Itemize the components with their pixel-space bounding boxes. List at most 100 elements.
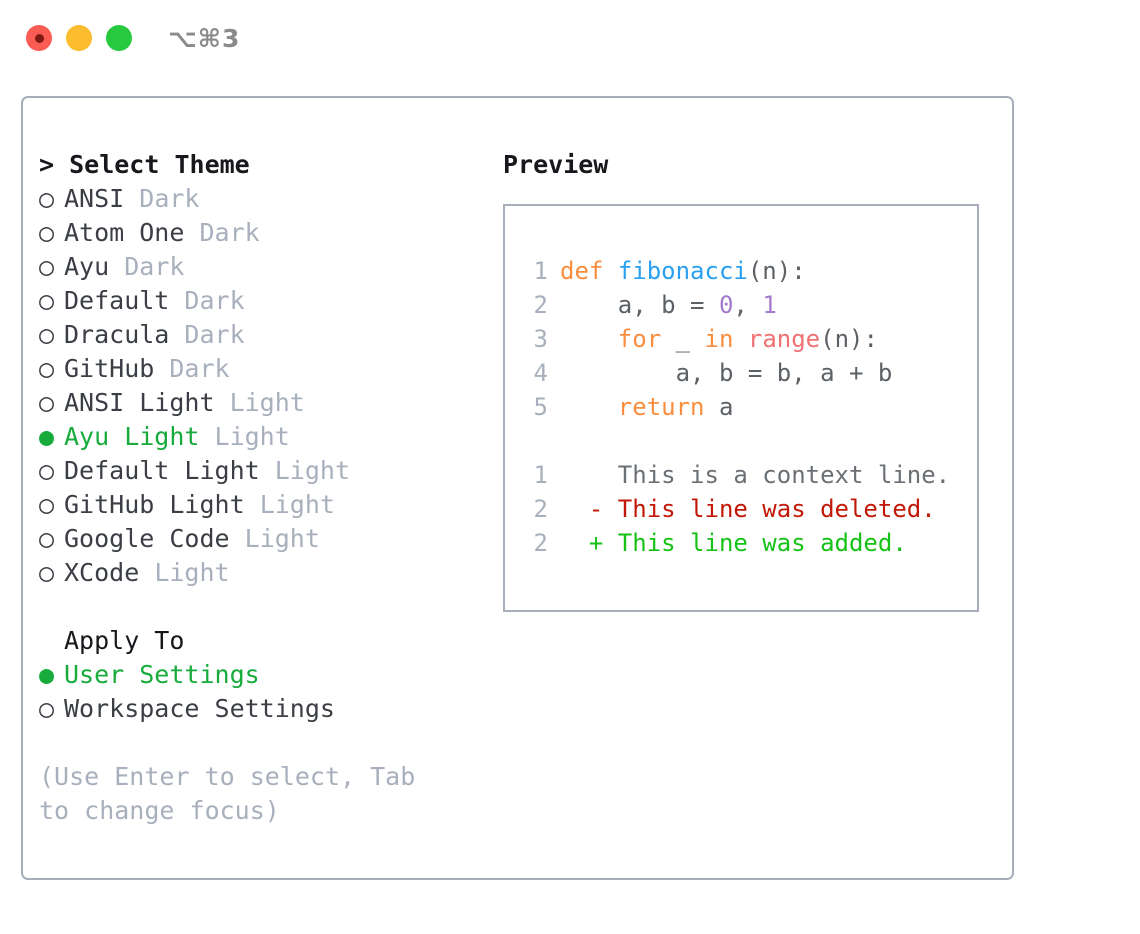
apply-to-item[interactable]: ○Workspace Settings (39, 692, 479, 726)
radio-unselected-icon: ○ (39, 694, 55, 723)
theme-list-item[interactable]: ●Ayu Light Light (39, 420, 479, 454)
theme-list-item[interactable]: ○Dracula Dark (39, 318, 479, 352)
theme-name: Ayu Light (64, 422, 200, 451)
diff-line-number: 2 (533, 495, 548, 523)
section-spacer (39, 590, 479, 624)
radio-unselected-icon: ○ (39, 558, 55, 587)
spacer (230, 524, 245, 553)
theme-variant-badge: Light (229, 388, 305, 417)
theme-name: Atom One (64, 218, 185, 247)
radio-unselected-icon: ○ (39, 388, 55, 417)
theme-list-column: > Select Theme ○ANSI Dark○Atom One Dark○… (39, 148, 479, 828)
theme-selector-panel: > Select Theme ○ANSI Dark○Atom One Dark○… (21, 96, 1014, 880)
theme-variant-badge: Dark (169, 354, 230, 383)
code-indent (560, 325, 618, 353)
spacer (199, 422, 214, 451)
code-token: (n): (747, 257, 806, 285)
spacer (215, 388, 230, 417)
theme-variant-badge: Dark (124, 252, 185, 281)
radio-selected-icon: ● (39, 422, 55, 451)
code-line: 2 a, b = 0, 1 (523, 288, 971, 322)
spacer (169, 320, 184, 349)
theme-list-item[interactable]: ○ Google Code Light (39, 522, 479, 556)
diff-line-text: + This line was added. (560, 529, 907, 557)
theme-name: Default Light (64, 456, 260, 485)
theme-name: Google Code (64, 524, 230, 553)
close-window-button[interactable] (26, 25, 52, 51)
code-line-number: 2 (533, 291, 548, 319)
spacer (154, 354, 169, 383)
theme-variant-badge: Light (259, 490, 335, 519)
theme-name: Default (64, 286, 170, 315)
code-token: fibonacci (617, 257, 748, 285)
code-line: 4 a, b = b, a + b (523, 356, 971, 390)
radio-selected-icon: ● (39, 660, 55, 689)
code-line-number: 1 (533, 257, 548, 285)
radio-unselected-icon: ○ (39, 456, 55, 485)
traffic-light-buttons (26, 25, 132, 51)
theme-variant-badge: Dark (184, 286, 245, 315)
diff-line: 2 - This line was deleted. (523, 492, 971, 526)
maximize-window-button[interactable] (106, 25, 132, 51)
theme-variant-badge: Light (244, 524, 320, 553)
diff-sample: 1 This is a context line.2 - This line w… (523, 458, 971, 560)
code-token: def (560, 257, 604, 285)
code-indent (560, 393, 618, 421)
code-line-number: 3 (533, 325, 548, 353)
code-token: a, b = b, a + b (675, 359, 893, 387)
theme-variant-badge: Dark (139, 184, 200, 213)
spacer (109, 252, 124, 281)
theme-name: XCode (64, 558, 140, 587)
code-indent (560, 359, 676, 387)
spacer (124, 184, 139, 213)
window-titlebar: ⌥⌘3 (0, 0, 1140, 78)
code-line: 1 def fibonacci(n): (523, 254, 971, 288)
theme-name: ANSI Light (64, 388, 215, 417)
theme-list-item[interactable]: ○ ANSI Light Light (39, 386, 479, 420)
theme-name: GitHub (64, 354, 155, 383)
theme-list-item[interactable]: ○ GitHub Light Light (39, 488, 479, 522)
code-token (603, 257, 617, 285)
diff-line-number: 1 (533, 461, 548, 489)
diff-line-text: - This line was deleted. (560, 495, 936, 523)
theme-list-item[interactable]: ○GitHub Dark (39, 352, 479, 386)
code-token: for (617, 325, 662, 353)
code-token: return (617, 393, 705, 421)
apply-to-item[interactable]: ●User Settings (39, 658, 479, 692)
theme-list-item[interactable]: ○Default Dark (39, 284, 479, 318)
code-token: 0 (718, 291, 734, 319)
radio-unselected-icon: ○ (39, 252, 55, 281)
theme-list-item[interactable]: ○Atom One Dark (39, 216, 479, 250)
theme-variant-badge: Light (154, 558, 230, 587)
theme-list-item[interactable]: ○ ANSI Dark (39, 182, 479, 216)
theme-list: ○ANSI Dark○Atom One Dark○Ayu Dark○Defaul… (39, 182, 479, 590)
code-line-number: 5 (533, 393, 548, 421)
keyboard-hint-text: (Use Enter to select, Tab to change focu… (39, 762, 416, 825)
theme-variant-badge: Dark (184, 320, 245, 349)
window-title: ⌥⌘3 (168, 24, 241, 53)
theme-list-heading: > Select Theme (39, 150, 250, 179)
radio-unselected-icon: ○ (39, 490, 55, 519)
minimize-window-button[interactable] (66, 25, 92, 51)
code-line: 5 return a (523, 390, 971, 424)
code-token: (n): (820, 325, 878, 353)
diff-line: 2 + This line was added. (523, 526, 971, 560)
spacer (260, 456, 275, 485)
spacer (184, 218, 199, 247)
radio-unselected-icon: ○ (39, 218, 55, 247)
theme-variant-badge: Light (274, 456, 350, 485)
code-token: in (704, 325, 734, 353)
radio-unselected-icon: ○ (39, 184, 55, 213)
diff-line-number: 2 (533, 529, 548, 557)
theme-list-item[interactable]: ○ Ayu Dark (39, 250, 479, 284)
theme-name: Dracula (64, 320, 170, 349)
theme-name: GitHub Light (64, 490, 245, 519)
theme-list-item[interactable]: ○ XCode Light (39, 556, 479, 590)
theme-name: Ayu (64, 252, 110, 281)
code-token: range (747, 325, 821, 353)
radio-unselected-icon: ○ (39, 524, 55, 553)
theme-list-item[interactable]: ○ Default Light Light (39, 454, 479, 488)
theme-name: ANSI (64, 184, 125, 213)
